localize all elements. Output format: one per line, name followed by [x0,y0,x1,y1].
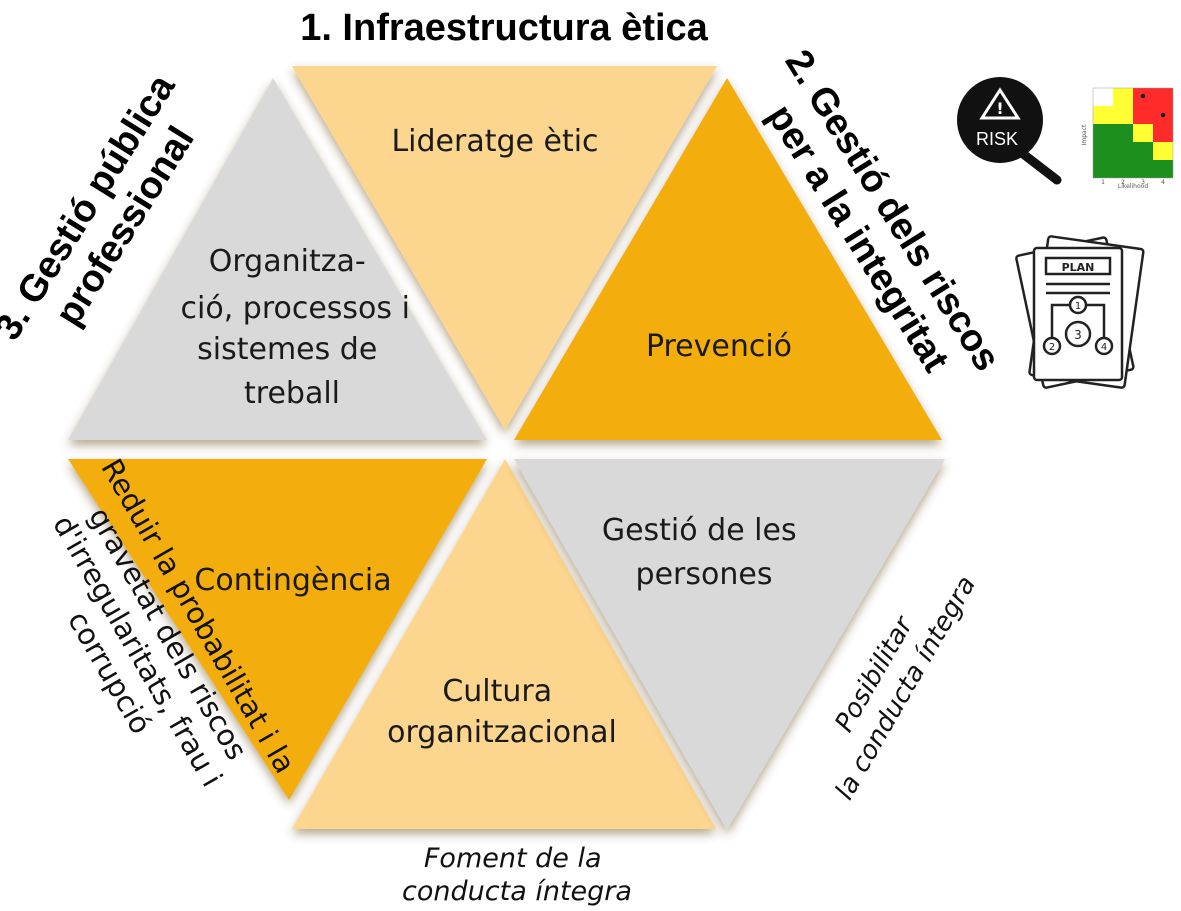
triangle-lower-left [68,459,487,800]
svg-text:Impact: Impact [1081,124,1088,145]
label-gestio-persones: Gestió de les persones [602,513,806,592]
plan-step-3: 3 [1074,328,1082,342]
triangle-upper-left [68,78,487,440]
svg-text:2: 2 [1121,179,1125,186]
note-foment: Foment de la conducta íntegra [402,843,632,907]
svg-text:4: 4 [1161,179,1165,186]
triangle-bottom [292,459,716,829]
diagram-title: 1. Infraestructura ètica [300,7,708,49]
svg-text:!: ! [996,99,1003,118]
label-cultura: Cultura organitzacional [387,674,617,750]
triangle-lower-right [514,459,945,830]
label-lideratge: Lideratge ètic [391,124,598,159]
label-organitzacio: Organitza- ció, processos i sistemes de … [181,244,420,411]
plan-step-2: 2 [1049,342,1055,353]
plan-document-icon [1015,235,1145,389]
svg-text:3: 3 [1141,179,1145,186]
triangle-top [292,66,717,430]
risk-matrix-icon: Impact Likelihood 1 2 3 4 [1081,82,1181,190]
label-contingencia: Contingència [194,563,391,598]
plan-step-4: 4 [1101,342,1107,353]
svg-text:1: 1 [1101,179,1105,186]
svg-text:RISK: RISK [976,129,1018,149]
risk-magnifier-icon: ! RISK [957,77,1062,185]
svg-text:Likelihood: Likelihood [1118,183,1148,190]
triangle-upper-right [514,78,942,440]
label-prevencio: Prevenció [646,329,792,364]
plan-step-1: 1 [1075,301,1081,312]
plan-header-text: PLAN [1062,261,1095,274]
